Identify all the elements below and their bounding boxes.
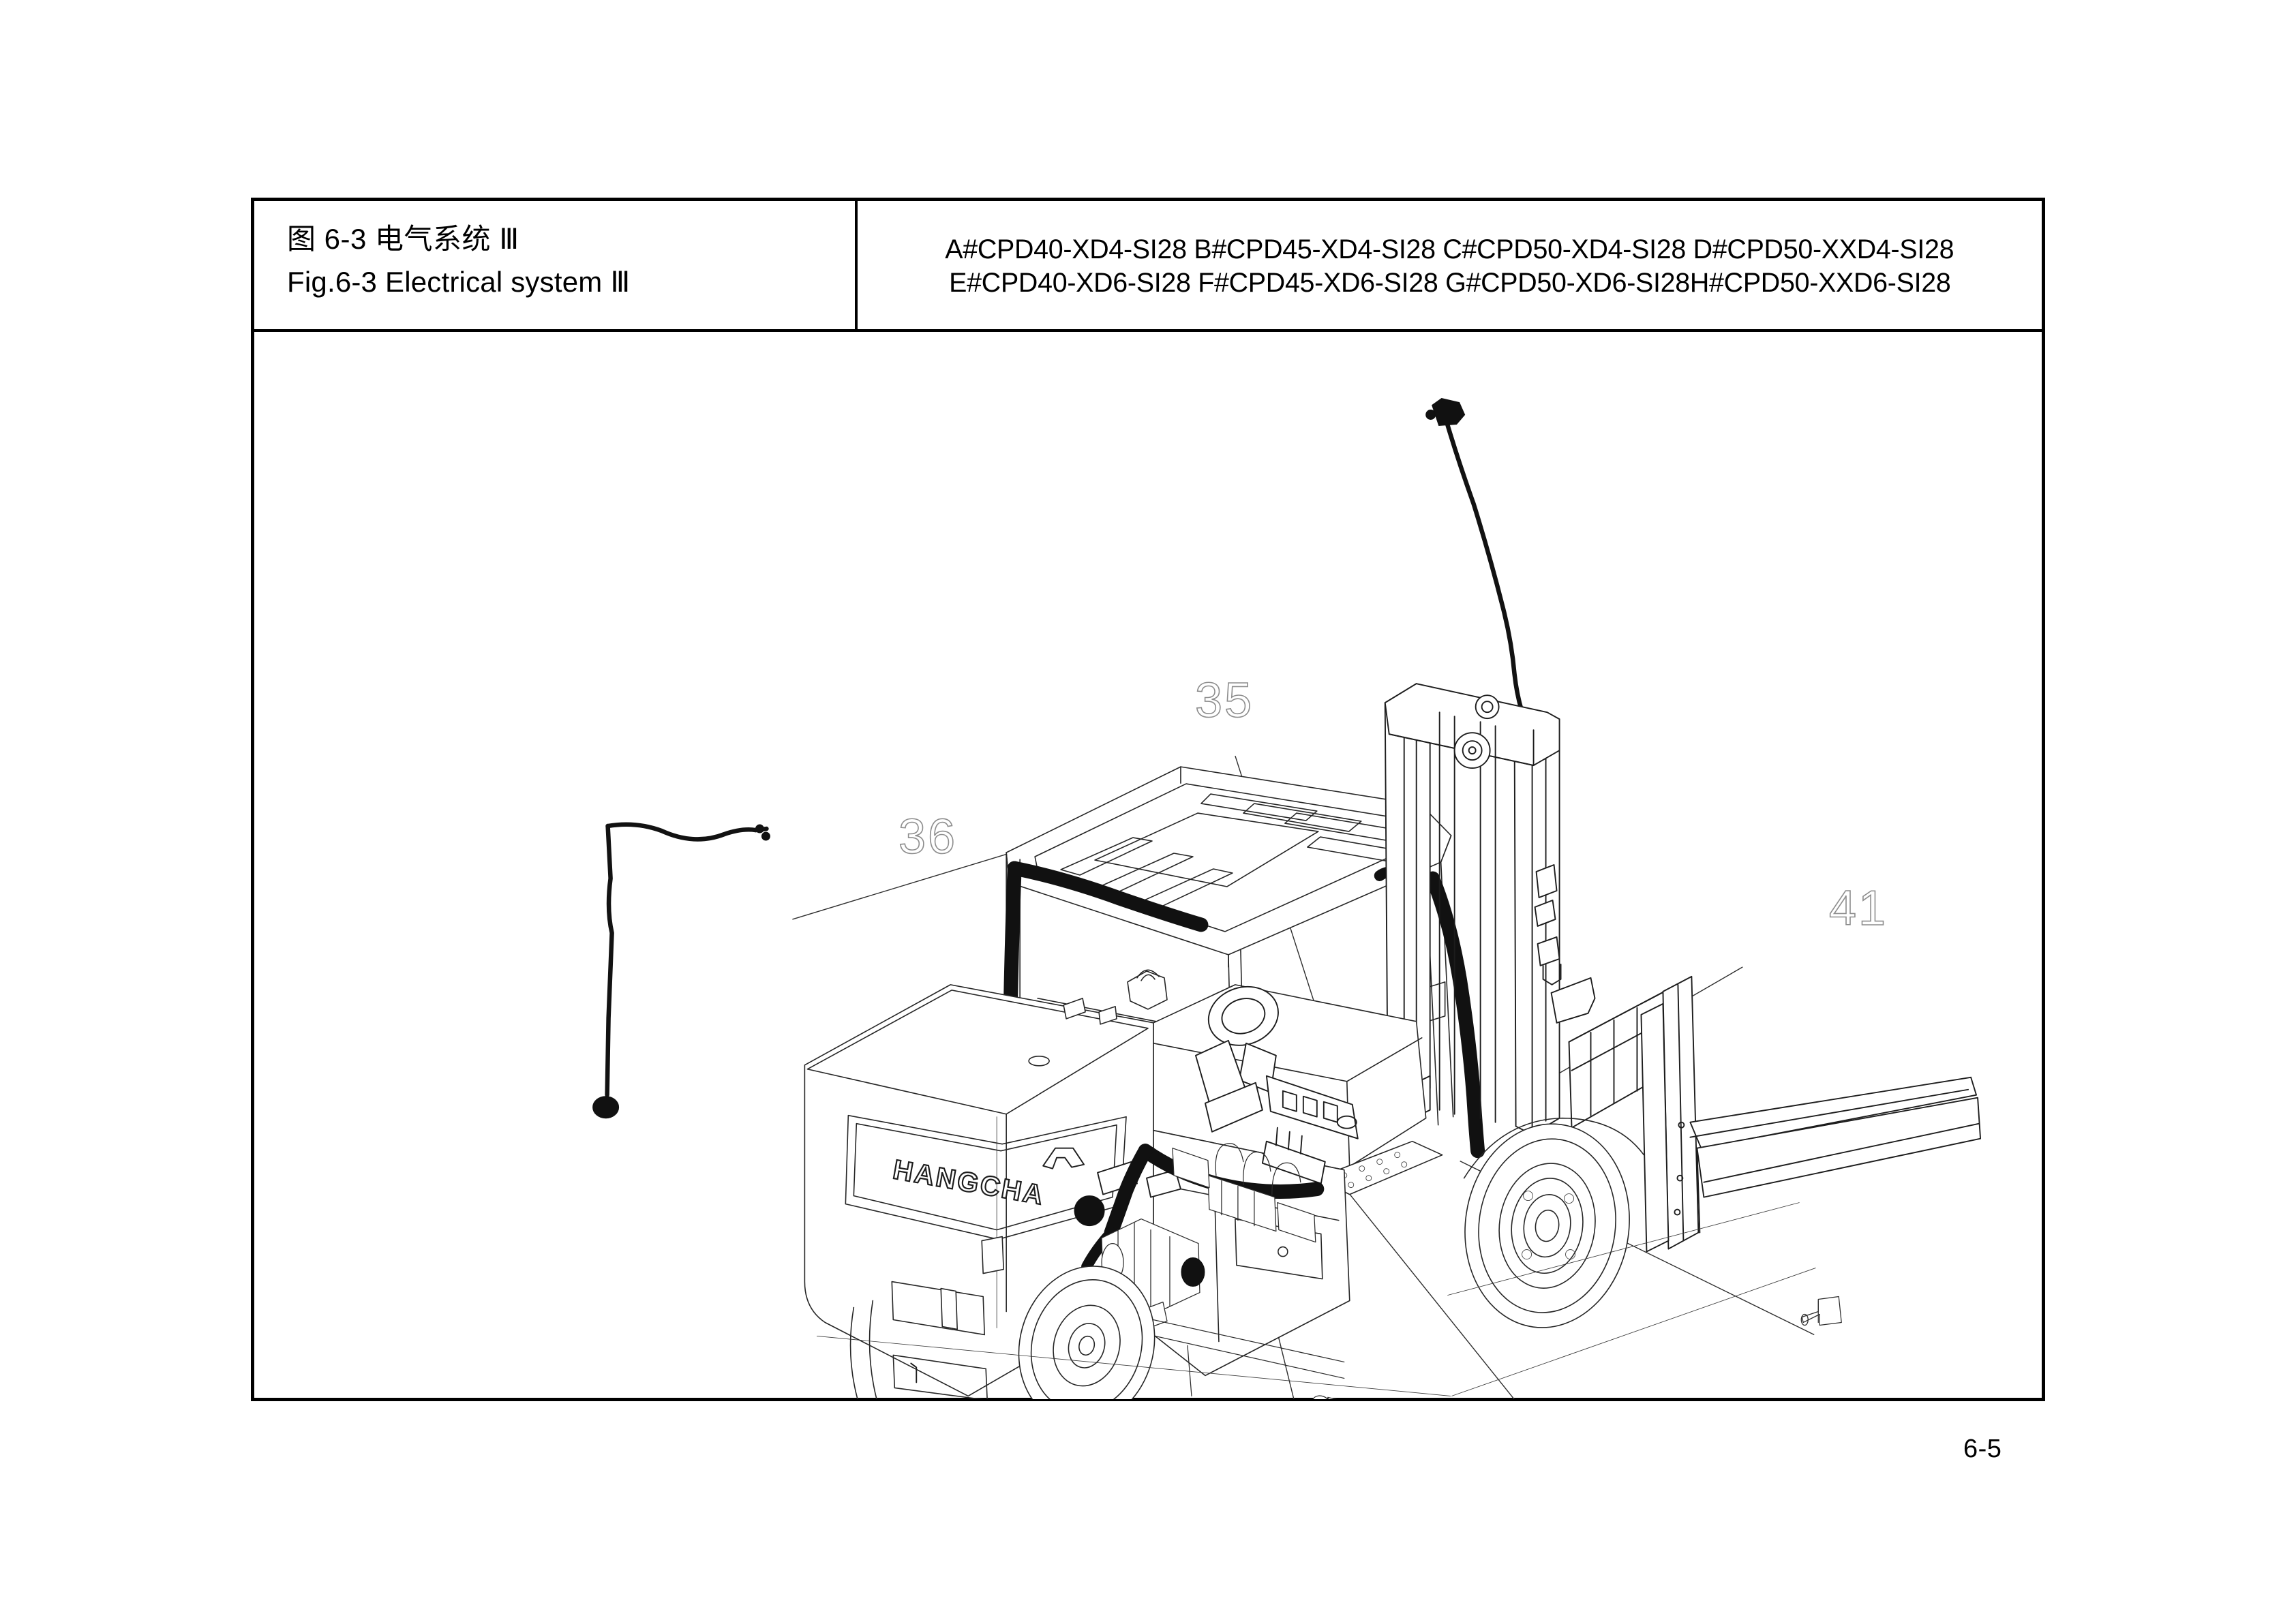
callout-35: 35	[1194, 673, 1254, 728]
carriage-and-forks	[1568, 975, 1982, 1253]
part-38-battery-cables	[1312, 1395, 1338, 1399]
drive-wheel	[1463, 1117, 1645, 1328]
forklift-line-drawing: .ln { fill:none; stroke:#1d1d1d; stroke-…	[592, 397, 1982, 1399]
figure-title-english: Fig.6-3 Electrical system Ⅲ	[287, 265, 631, 298]
model-designation-cell: A#CPD40-XD4-SI28 B#CPD45-XD4-SI28 C#CPD5…	[858, 201, 2042, 329]
figure-title-chinese: 图 6-3 电气系统 Ⅲ	[287, 223, 519, 255]
step-tread-holes	[1341, 1152, 1408, 1189]
lower-cab-harness	[1074, 1144, 1325, 1272]
cab-interior	[1042, 985, 1359, 1198]
page-number: 6-5	[1963, 1435, 2002, 1463]
callout-36: 36	[898, 810, 958, 864]
model-line-1: A#CPD40-XD4-SI28 B#CPD45-XD4-SI28 C#CPD5…	[945, 234, 1954, 265]
sheet-header: 图 6-3 电气系统 Ⅲ Fig.6-3 Electrical system Ⅲ…	[254, 201, 2042, 332]
diagram-sheet-frame: 图 6-3 电气系统 Ⅲ Fig.6-3 Electrical system Ⅲ…	[251, 198, 2045, 1401]
ground-reference-lines	[816, 1202, 1816, 1396]
model-line-2: E#CPD40-XD6-SI28 F#CPD45-XD6-SI28 G#CPD5…	[948, 268, 1951, 298]
figure-title-cell: 图 6-3 电气系统 Ⅲ Fig.6-3 Electrical system Ⅲ	[254, 201, 858, 329]
exploded-view-drawing: .ln { fill:none; stroke:#1d1d1d; stroke-…	[254, 332, 2042, 1399]
mast-assembly	[1384, 683, 1596, 1135]
callout-41: 41	[1828, 881, 1888, 936]
part-40-terminal	[1800, 1296, 1842, 1326]
part-36-wiring-harness	[592, 822, 770, 1119]
steer-wheel	[849, 1266, 1155, 1399]
